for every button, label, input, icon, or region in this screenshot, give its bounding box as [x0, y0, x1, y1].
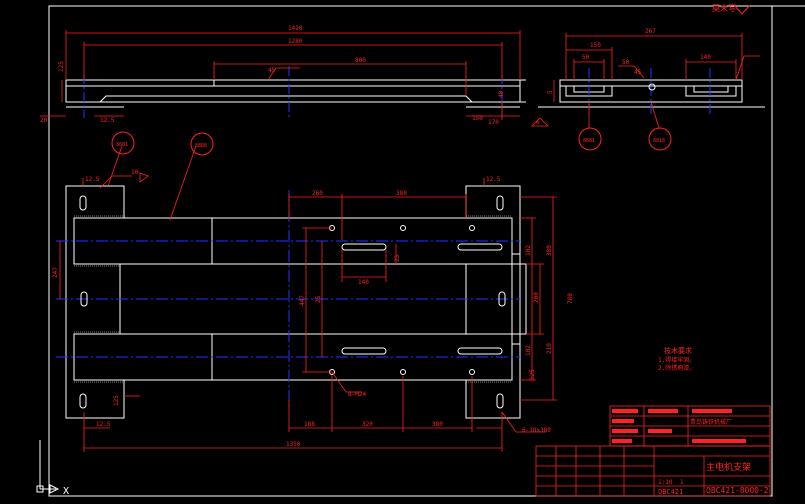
dim-side-height: 5: [547, 90, 554, 94]
dim-plan-inner-9: 102: [525, 345, 532, 356]
dim-step: 40: [498, 90, 505, 98]
dim-angle: 45: [268, 67, 276, 74]
side-view: 267 150 50 140 50 5 45 8681 8818: [538, 28, 765, 151]
dim-plan-bottom-4: 1350: [286, 441, 301, 448]
drawing-border: [48, 5, 805, 497]
top-view-dim-lines: [40, 30, 549, 127]
dim-plan-inner-3: 25: [315, 295, 322, 303]
title-block-drawing-name: 主电机支架: [706, 461, 751, 473]
dim-plan-inner-11: 125: [529, 369, 536, 380]
dim-plan-top-0: 12.5: [85, 176, 100, 183]
dim-plan-top-3: 260: [312, 190, 323, 197]
dim-surface-finish: 6: [536, 119, 540, 126]
corner-mark-icon: [733, 4, 751, 15]
top-view-centerlines: [83, 66, 503, 118]
dim-plan-bottom-1: 188: [304, 421, 315, 428]
ucs-x-label: X: [63, 486, 69, 497]
dim-height: 125: [58, 61, 65, 72]
dim-foot-thickness: 20: [40, 117, 48, 124]
dim-plan-inner-4: 102: [525, 245, 532, 256]
plan-view-holes: [329, 225, 475, 375]
top-view-outline: [65, 79, 526, 108]
top-view: 1420 1280 800 125 170 40 20 12.5 6 45 15…: [40, 25, 549, 127]
balloon-side-left: 8681: [578, 127, 602, 151]
title-block-scale: 1:10: [658, 479, 673, 486]
title-block-grid: [535, 405, 771, 497]
tech-notes-line-1: 1.焊接牢固。: [658, 356, 695, 364]
dim-end-width: 170: [488, 119, 499, 126]
dim-plan-top-2: 12.5: [486, 176, 501, 183]
tech-notes-line-2: 2.除锈刷漆。: [658, 364, 695, 372]
plan-view: 8681 8888 12.5 10 12.5 260 380 247 140 2…: [52, 131, 574, 452]
ucs-icon: [36, 440, 60, 494]
dim-side-channel-c: 50: [622, 59, 630, 66]
dim-side-channel-a: 50: [582, 54, 590, 61]
dim-plan-inner-1: 25: [394, 254, 401, 262]
corner-text: 莫未写: [712, 3, 736, 13]
balloon-side-left-label: 8681: [583, 138, 595, 144]
dim-plan-inner-0: 140: [358, 279, 369, 286]
tech-notes: 技术要求 1.焊接牢固。 2.除锈刷漆。: [658, 346, 695, 372]
side-view-dim-lines: [553, 33, 760, 129]
dim-plan-inner-7: 210: [546, 343, 553, 354]
balloon-side-right-label: 8818: [653, 138, 665, 144]
dim-slot-length: 800: [355, 57, 366, 64]
title-block: 青岛铸铁机械厂 主电机支架 QBC421-8000-2 QBC421 1:10 …: [535, 405, 771, 497]
dim-plan-inner-2: 447: [299, 295, 306, 306]
dim-plan-inner-6: 380: [546, 245, 553, 256]
dim-plan-inner-5: 200: [533, 292, 540, 303]
dim-side-angle: 45: [634, 69, 642, 76]
balloon-plan-left: 8681: [111, 131, 135, 155]
dim-plan-top-1: 10: [131, 169, 139, 176]
dim-plan-left-0: 247: [52, 267, 59, 278]
dim-plan-bottom-5: 6-18x380: [522, 427, 551, 434]
dim-plan-bottom-0: 12.5: [96, 421, 111, 428]
dim-plan-inner-8: 780: [567, 293, 574, 304]
title-block-code: QBC421: [658, 488, 683, 496]
title-block-sheet: 1: [680, 479, 684, 486]
dim-plan-inner-10: 125: [113, 395, 120, 406]
balloon-plan-center-label: 8888: [195, 143, 207, 149]
dim-left-offset: 12.5: [100, 117, 115, 124]
balloon-side-right: 8818: [648, 127, 672, 151]
plan-view-slots: [79, 195, 506, 409]
plan-view-outline: [65, 185, 527, 419]
dim-plan-bottom-6: 8-M24: [348, 391, 366, 398]
dim-plan-top-4: 380: [396, 190, 407, 197]
plan-view-dim-lines: [59, 145, 557, 452]
tech-notes-heading: 技术要求: [664, 346, 692, 355]
dim-depth: 150: [472, 115, 483, 122]
dim-side-inner: 150: [590, 42, 601, 49]
title-block-fill-blocks: [612, 409, 746, 443]
dim-plan-bottom-3: 380: [432, 421, 443, 428]
dim-side-width: 267: [645, 28, 656, 35]
balloon-plan-center: 8888: [190, 132, 214, 156]
title-block-company: 青岛铸铁机械厂: [690, 418, 732, 426]
dim-plan-bottom-2: 320: [362, 421, 373, 428]
balloon-plan-left-label: 8681: [116, 142, 128, 148]
plan-view-centerlines: [56, 190, 520, 410]
dim-hole-spacing: 1280: [288, 38, 303, 45]
title-block-drawing-no: QBC421-8000-2: [706, 486, 769, 495]
plan-view-weld-hatch: [74, 215, 512, 383]
dim-overall-length: 1420: [288, 25, 303, 32]
side-view-hole-icon: [648, 83, 656, 91]
dim-side-channel-b: 140: [700, 54, 711, 61]
